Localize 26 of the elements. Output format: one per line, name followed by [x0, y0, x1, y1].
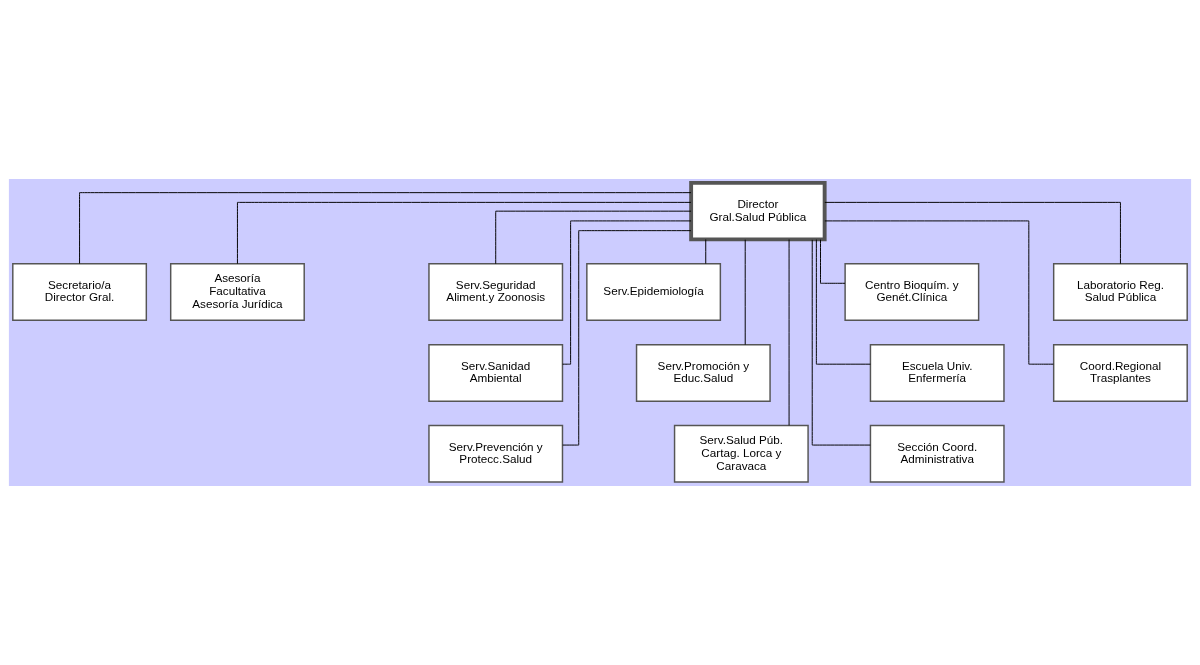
- node-box: Centro Bioquím. y Genét.Clínica: [844, 263, 980, 322]
- connector: [811, 239, 871, 446]
- connector: [820, 239, 846, 284]
- node-box: Director Gral.Salud Pública: [689, 180, 827, 242]
- connector: [824, 201, 1121, 265]
- node-box: Serv.Salud Púb. Cartag. Lorca y Caravaca: [673, 424, 809, 483]
- node-box: Asesoría Facultativa Asesoría Jurídica: [169, 263, 305, 322]
- connector: [744, 239, 746, 346]
- node-box: Serv.Prevención y Protecc.Salud: [428, 424, 564, 483]
- node-box: Laboratorio Reg. Salud Pública: [1052, 263, 1188, 322]
- connector: [815, 239, 871, 365]
- node-box: Serv.Epidemiología: [586, 263, 722, 322]
- connector: [236, 201, 692, 265]
- connector: [562, 220, 692, 365]
- node-box: Serv.Seguridad Aliment.y Zoonosis: [428, 263, 564, 322]
- node-box: Serv.Promoción y Educ.Salud: [635, 343, 771, 402]
- node-box: Serv.Sanidad Ambiental: [428, 343, 564, 402]
- node-box: Escuela Univ. Enfermería: [869, 343, 1005, 402]
- connector: [495, 210, 692, 265]
- node-box: Coord.Regional Trasplantes: [1052, 343, 1188, 402]
- connector: [788, 239, 790, 426]
- connector: [705, 238, 707, 265]
- node-box: Sección Coord. Administrativa: [869, 424, 1005, 483]
- connector: [824, 220, 1054, 365]
- node-box: Secretario/a Director Gral.: [12, 263, 148, 322]
- connector: [79, 192, 692, 265]
